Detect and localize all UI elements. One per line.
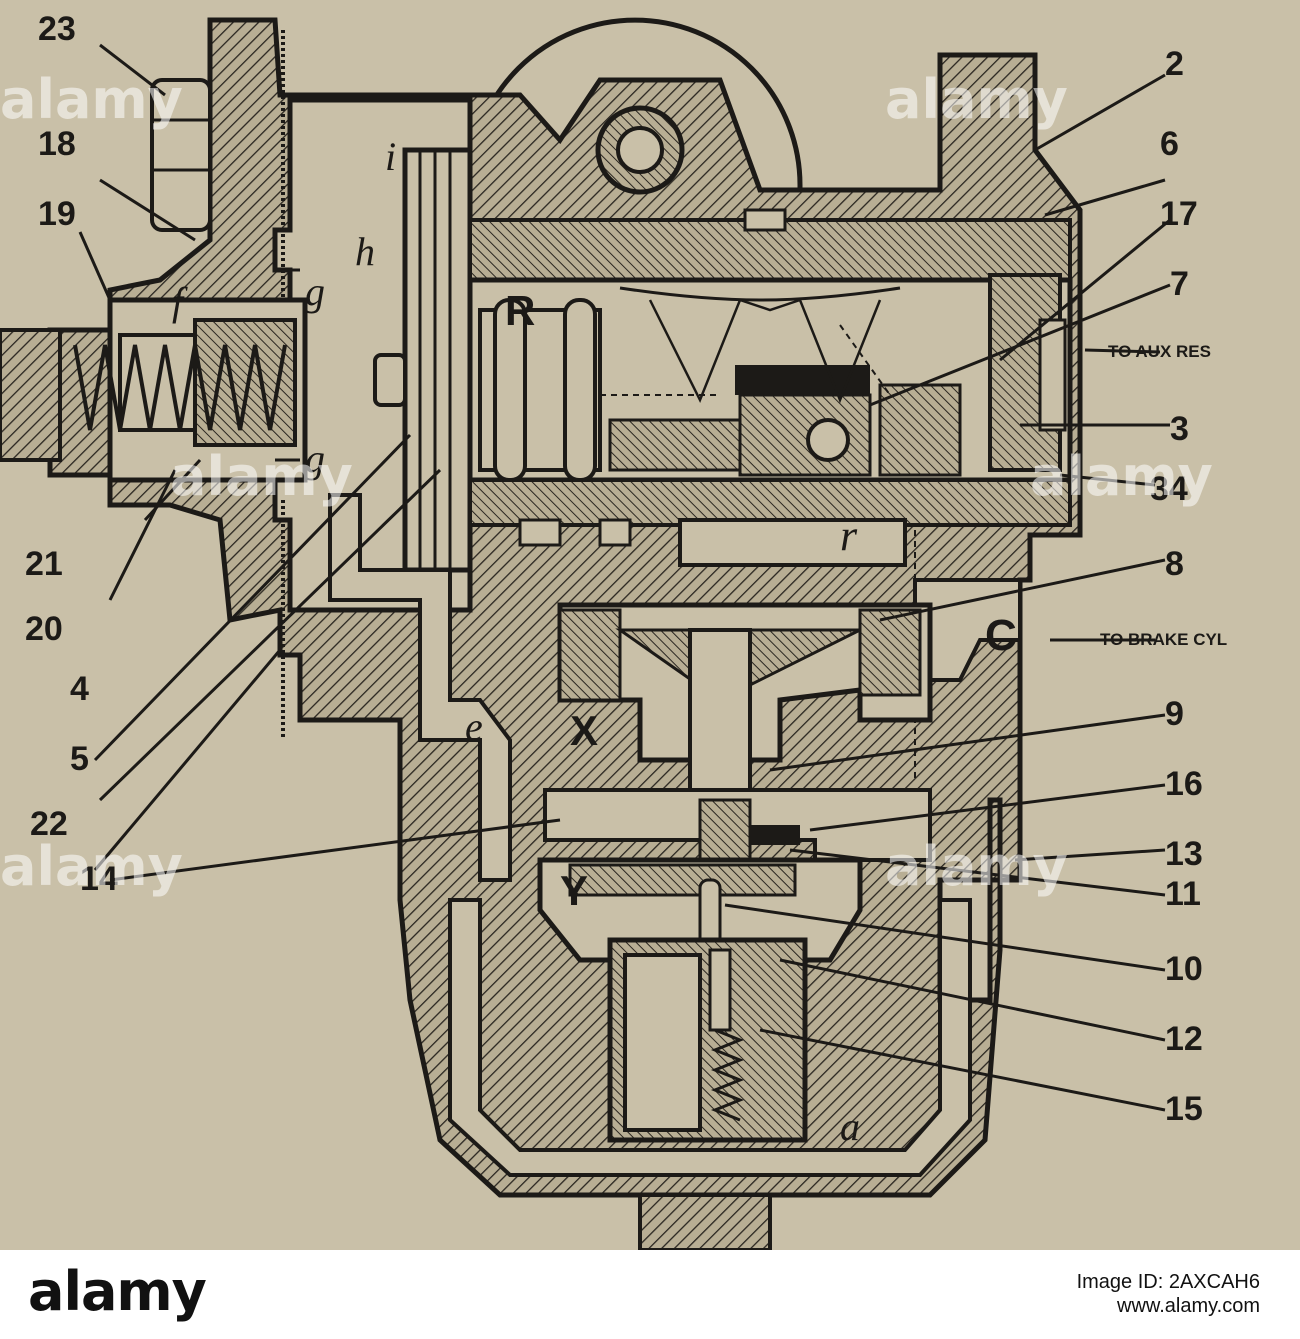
- label-18: 18: [38, 125, 76, 163]
- label-20: 20: [25, 610, 63, 648]
- label-17: 17: [1160, 195, 1198, 233]
- label-15: 15: [1165, 1090, 1203, 1128]
- valve-body: [0, 17, 1083, 1252]
- watermark-text: alamy: [0, 835, 183, 898]
- label-2: 2: [1165, 45, 1184, 83]
- footer-image-id: Image ID: 2AXCAH6: [1076, 1271, 1260, 1293]
- letter-R: R: [505, 287, 535, 334]
- label-23: 23: [38, 10, 76, 48]
- label-19: 19: [38, 195, 76, 233]
- label-7: 7: [1170, 265, 1189, 303]
- label-12: 12: [1165, 1020, 1203, 1058]
- label-21: 21: [25, 545, 63, 583]
- label-5: 5: [70, 740, 89, 778]
- letter-X: X: [570, 707, 598, 754]
- label-6: 6: [1160, 125, 1179, 163]
- letter-h: h: [355, 229, 375, 274]
- watermark-text: alamy: [885, 68, 1068, 131]
- label-3: 3: [1170, 410, 1189, 448]
- part-number-labels: 23 18 19 21 20 4 5 22 14 2 6 17 7 3 34 8…: [25, 10, 1203, 1128]
- caption-to-aux-reservoir: TO AUX RES: [1108, 342, 1211, 361]
- watermarks: alamy alamy alamy alamy alamy alamy: [0, 68, 1213, 898]
- label-22: 22: [30, 805, 68, 843]
- letter-g-upper: g: [305, 269, 325, 314]
- label-14: 14: [80, 860, 118, 898]
- caption-to-brake-cylinder: TO BRAKE CYL: [1100, 630, 1227, 649]
- footer-site: www.alamy.com: [1117, 1295, 1260, 1317]
- footer-image-info: Image ID: 2AXCAH6 www.alamy.com: [1077, 1270, 1260, 1318]
- footer-logo: alamy: [28, 1260, 207, 1323]
- label-8: 8: [1165, 545, 1184, 583]
- connection-captions: TO AUX RES TO BRAKE CYL: [1100, 342, 1227, 649]
- watermark-text: alamy: [1030, 445, 1213, 508]
- letter-g-lower: g: [305, 436, 325, 481]
- stock-footer-bar: alamy Image ID: 2AXCAH6 www.alamy.com: [0, 1250, 1300, 1339]
- leader-lines: [78, 43, 1171, 1112]
- letter-r: r: [840, 511, 858, 560]
- label-11: 11: [1165, 875, 1201, 913]
- watermark-text: alamy: [0, 68, 183, 131]
- diagram-figure: 23 18 19 21 20 4 5 22 14 2 6 17 7 3 34 8…: [0, 10, 1228, 1252]
- valve-cross-section-drawing: 23 18 19 21 20 4 5 22 14 2 6 17 7 3 34 8…: [0, 10, 1227, 1252]
- label-34: 34: [1150, 470, 1188, 508]
- label-16: 16: [1165, 765, 1203, 803]
- letter-Y: Y: [560, 867, 588, 914]
- watermark-text: alamy: [170, 445, 353, 508]
- label-4: 4: [70, 670, 89, 708]
- label-9: 9: [1165, 695, 1184, 733]
- label-13: 13: [1165, 835, 1203, 873]
- letter-C: C: [985, 611, 1017, 660]
- watermark-text: alamy: [885, 835, 1068, 898]
- label-10: 10: [1165, 950, 1203, 988]
- letter-e: e: [465, 704, 483, 749]
- letter-a: a: [840, 1104, 860, 1149]
- letter-i: i: [385, 134, 396, 179]
